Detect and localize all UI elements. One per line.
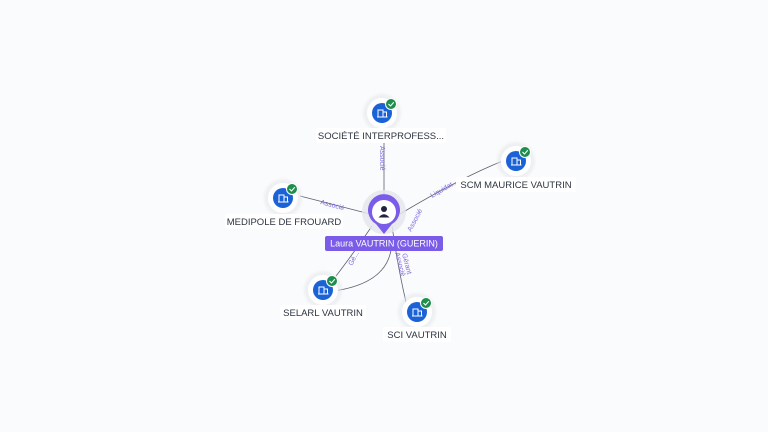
node-label: MEDIPOLE DE FROUARD — [227, 217, 342, 228]
node-label-badge — [456, 177, 576, 192]
verified-check-icon — [420, 297, 432, 309]
edge-scm[interactable]: Associé Liquidat... — [399, 159, 506, 233]
building-icon — [412, 308, 423, 317]
verified-check-icon — [286, 183, 298, 195]
node-label: SOCIÉTÉ INTERPROFESS... — [318, 131, 444, 142]
node-scm[interactable]: SCM MAURICE VAUTRIN — [456, 142, 576, 192]
node-label-badge — [316, 128, 446, 143]
edge-label: Associé — [319, 199, 345, 212]
edge-sci[interactable]: Associé Gérant — [391, 225, 412, 303]
node-label-badge — [280, 305, 366, 320]
building-icon — [318, 286, 329, 295]
building-icon — [377, 109, 388, 118]
node-medipole[interactable]: MEDIPOLE DE FROUARD — [225, 179, 343, 229]
center-label: Laura VAUTRIN (GUERIN) — [330, 239, 438, 249]
edge-label: Associé — [378, 146, 385, 171]
edge-label: Liquidat... — [430, 178, 460, 199]
edge-medipole[interactable]: Associé — [299, 195, 371, 215]
person-icon — [378, 206, 390, 218]
edge-label: Associé — [407, 208, 425, 233]
node-societe[interactable]: SOCIÉTÉ INTERPROFESS... — [316, 94, 446, 143]
building-icon — [278, 194, 289, 203]
node-label-badge — [225, 214, 343, 229]
edge-label: Gé... — [348, 250, 361, 267]
node-label: SCI VAUTRIN — [387, 330, 447, 341]
verified-check-icon — [385, 98, 397, 110]
verified-check-icon — [519, 146, 531, 158]
center-node[interactable]: Laura VAUTRIN (GUERIN) — [325, 190, 443, 251]
verified-check-icon — [326, 275, 338, 287]
node-label-badge — [383, 327, 451, 342]
node-sci[interactable]: SCI VAUTRIN — [383, 293, 451, 342]
node-label: SELARL VAUTRIN — [283, 308, 363, 319]
node-selarl[interactable]: SELARL VAUTRIN — [280, 271, 366, 320]
node-label: SCM MAURICE VAUTRIN — [460, 180, 571, 191]
building-icon — [511, 157, 522, 166]
center-label-badge — [325, 236, 443, 251]
